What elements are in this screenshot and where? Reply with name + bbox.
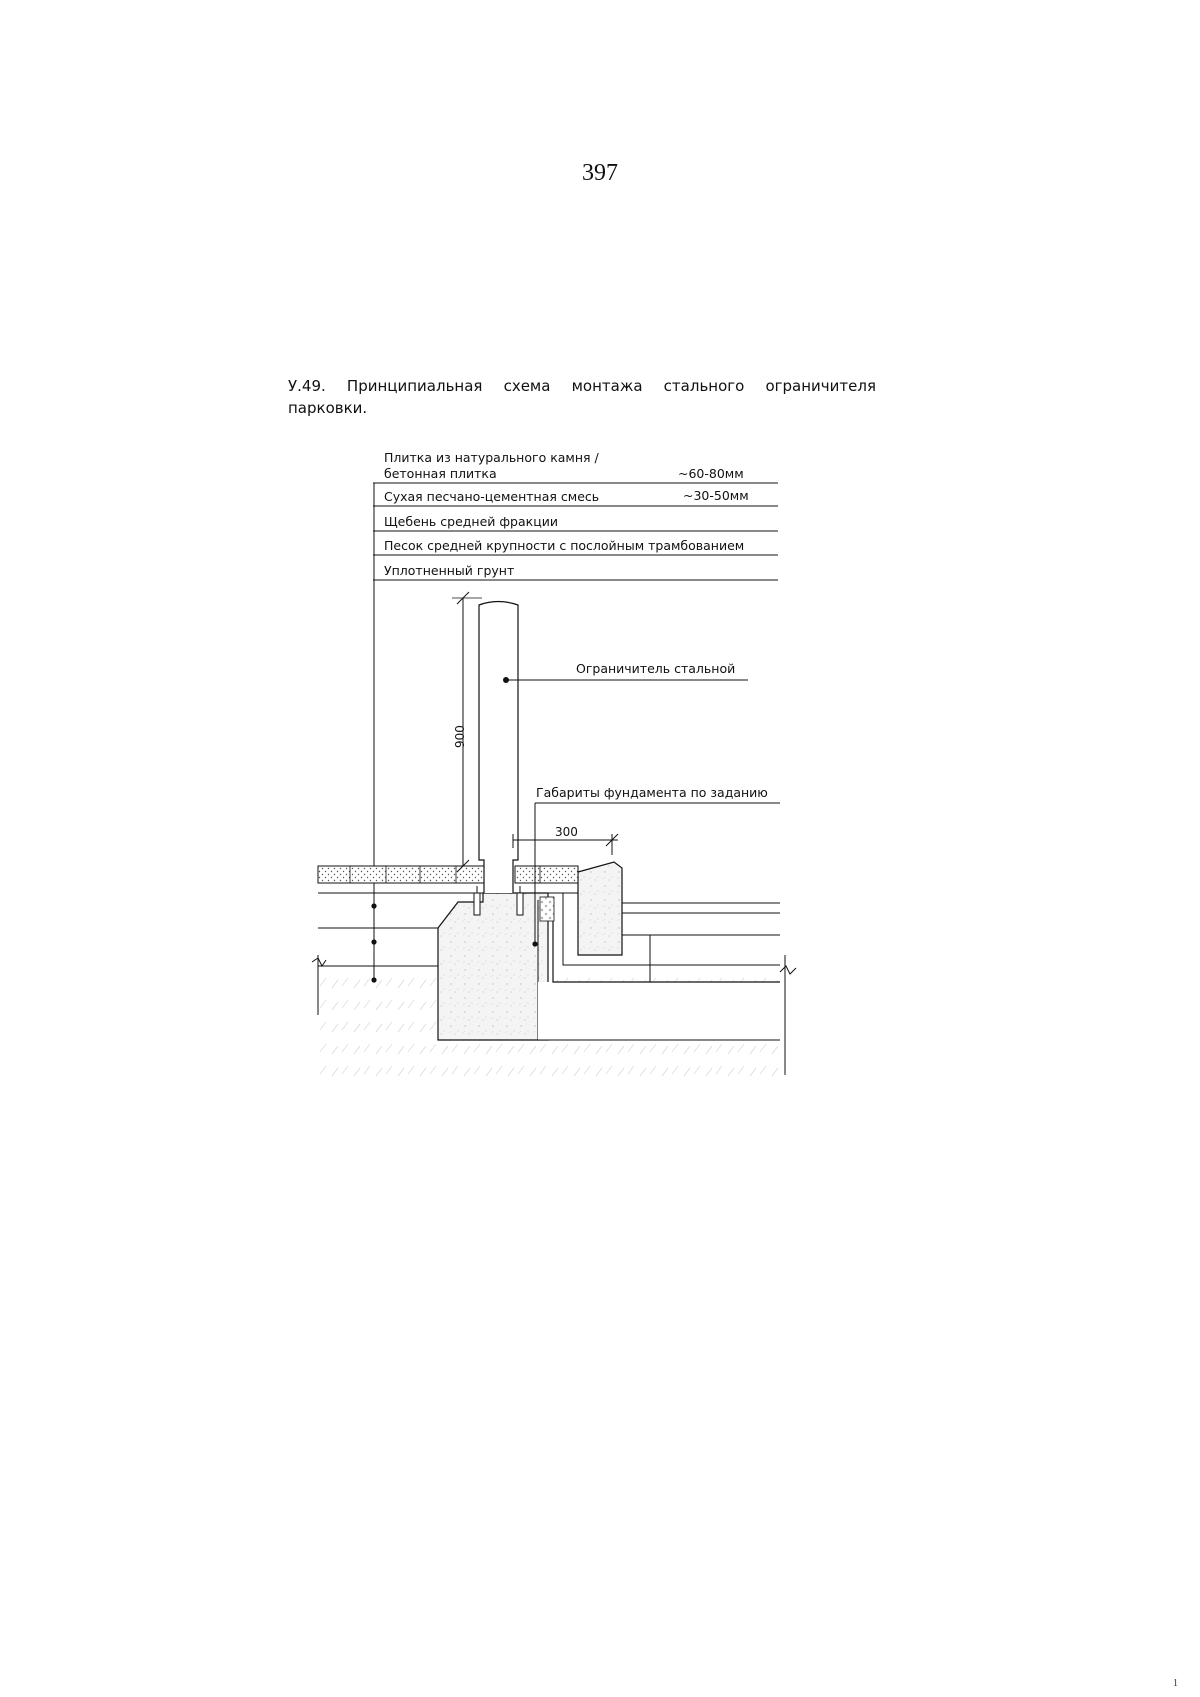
bollard-label: Ограничитель стальной	[576, 661, 735, 676]
layer-1-thickness: ~60-80мм	[678, 466, 744, 481]
offset-dimension: 300	[512, 825, 619, 855]
height-dimension: 900	[452, 591, 482, 873]
steel-bollard: Ограничитель стальной	[478, 600, 748, 893]
paving-left	[311, 865, 485, 1015]
layer-2-thickness: ~30-50мм	[683, 488, 749, 503]
layer-3-label: Щебень средней фракции	[384, 514, 558, 529]
offset-value: 300	[555, 825, 578, 839]
layer-4-label: Песок средней крупности с послойным трам…	[384, 538, 744, 553]
anchor-bolts	[473, 886, 524, 916]
page-number: 397	[582, 160, 618, 186]
road-right	[622, 902, 797, 1075]
corner-mark: 1	[1173, 1678, 1178, 1689]
layer-legend: Плитка из натурального камня / бетонная …	[371, 450, 778, 983]
layer-5-label: Уплотненный грунт	[384, 563, 514, 578]
curb-assembly	[539, 861, 780, 983]
paving-middle	[514, 865, 579, 894]
concrete-foundation	[437, 892, 780, 1041]
height-value: 900	[453, 725, 467, 748]
foundation-leader: Габариты фундамента по заданию	[532, 785, 780, 947]
layer-1-label: Плитка из натурального камня /	[384, 450, 599, 465]
layer-1-label-2: бетонная плитка	[384, 466, 497, 481]
layer-2-label: Сухая песчано-цементная смесь	[384, 489, 599, 504]
foundation-label: Габариты фундамента по заданию	[536, 785, 768, 800]
figure-caption: У.49. Принципиальная схема монтажа сталь…	[288, 377, 876, 417]
